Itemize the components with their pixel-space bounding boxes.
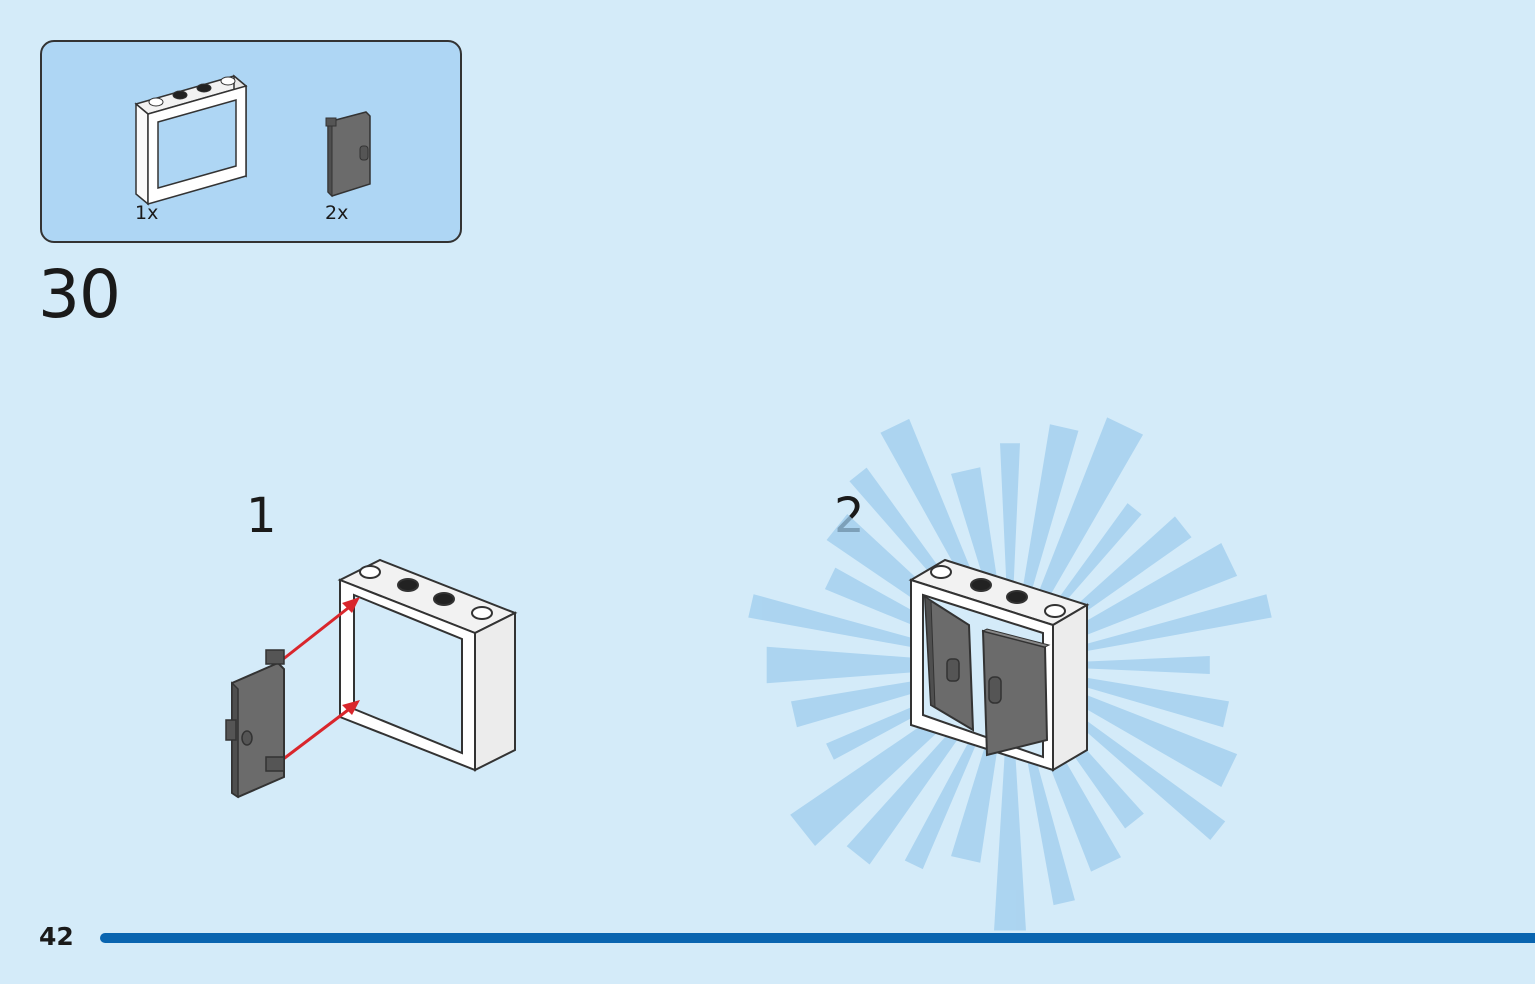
- highlight-burst-icon: [748, 417, 1272, 931]
- burst-ray: [766, 646, 951, 684]
- burst-ray: [1067, 674, 1230, 728]
- burst-ray: [951, 722, 1002, 863]
- burst-ray: [1020, 722, 1075, 906]
- burst-ray: [951, 467, 1002, 608]
- burst-ray: [790, 698, 967, 846]
- burst-ray: [1061, 542, 1238, 644]
- burst-ray: [1067, 594, 1272, 655]
- page-number: 42: [39, 922, 74, 951]
- sub-step-1-number: 1: [246, 488, 277, 544]
- burst-ray: [1045, 503, 1142, 620]
- frame-quantity: 1x: [135, 202, 159, 224]
- burst-ray: [904, 717, 987, 870]
- red-arrow-icon: [281, 597, 360, 762]
- window-frame-icon: [134, 74, 248, 206]
- shutter-quantity: 2x: [325, 202, 349, 224]
- step-number: 30: [38, 256, 121, 333]
- burst-ray: [1061, 686, 1238, 788]
- sub-step-1-illustration: [225, 558, 518, 799]
- sub-step-2-illustration: [908, 558, 1090, 772]
- burst-ray: [846, 709, 976, 865]
- progress-line: [100, 933, 1535, 943]
- parts-callout: 1x 2x: [40, 40, 462, 243]
- burst-ray: [1055, 700, 1226, 841]
- burst-ray: [1000, 443, 1020, 606]
- burst-ray: [1031, 417, 1144, 614]
- burst-ray: [1069, 656, 1210, 674]
- window-shutter-icon: [325, 111, 371, 198]
- burst-ray: [1019, 424, 1079, 608]
- burst-ray: [994, 724, 1026, 931]
- burst-ray: [748, 594, 953, 655]
- burst-ray: [1054, 516, 1192, 631]
